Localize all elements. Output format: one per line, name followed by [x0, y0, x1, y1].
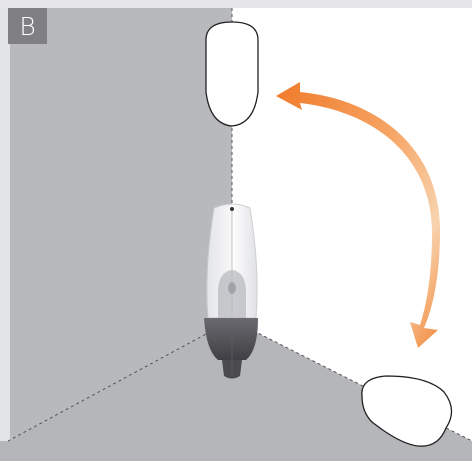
right-wall — [232, 8, 472, 441]
curved-double-arrow-icon — [276, 82, 440, 348]
floor-lying-holder-icon — [361, 375, 453, 447]
left-wall — [8, 8, 232, 441]
left-edge — [0, 8, 10, 461]
floor — [0, 320, 472, 461]
corner-mounted-device-icon — [204, 203, 258, 379]
panel-label-badge: B — [8, 8, 47, 44]
top-edge — [0, 0, 472, 8]
left-floor-edge — [7, 319, 233, 442]
wall-mounted-holder-icon — [205, 21, 259, 127]
